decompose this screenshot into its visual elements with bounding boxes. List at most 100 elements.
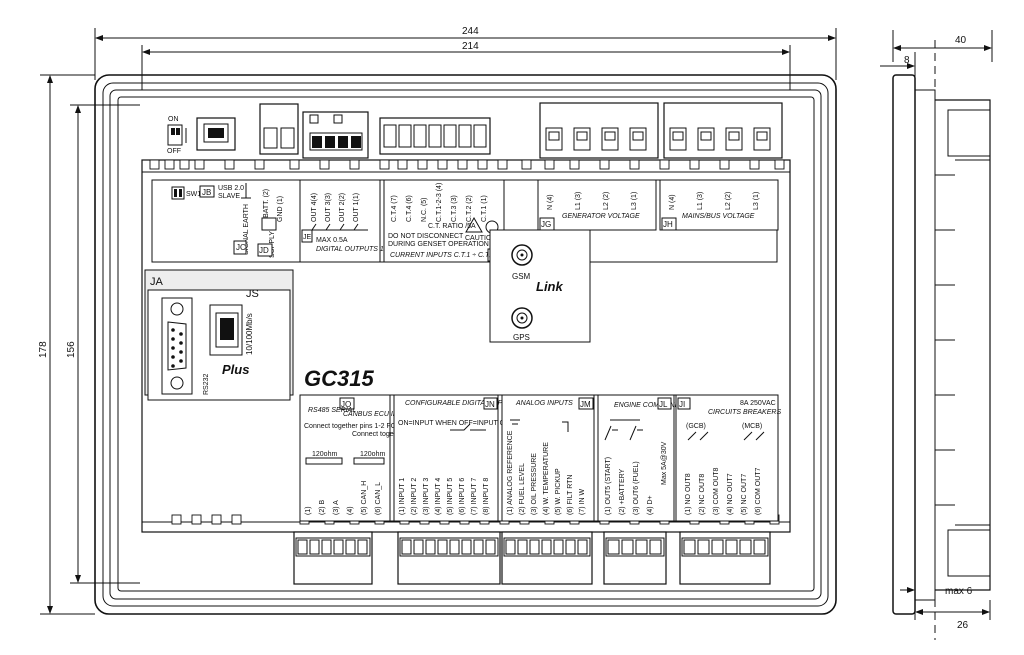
terminal-screw [576,131,588,141]
jh-pin-4: L3 (1) [753,192,760,210]
terminal-screw [728,131,740,141]
latch-tab [179,159,190,170]
side-view [880,30,993,640]
jh-pin-1: N (4) [669,194,676,210]
jo-ohm2: 120ohm [360,451,385,458]
dip-switch[interactable]: ON OFF [167,116,187,155]
plus-label: Plus [222,362,249,377]
terminal [413,539,424,555]
switch-on-label: ON [168,116,179,123]
ja-label: JA [150,276,164,288]
ji-pin-4: (4) NO OUT7 [727,473,734,515]
db9-pin [171,337,175,341]
jm-pin-3: (3) OIL PRESSURE [531,453,538,515]
latch-tab [164,159,175,170]
terminal-screw [672,131,684,141]
jb-sw: SW1 [186,191,201,198]
connector-mains-top[interactable] [663,102,783,159]
terminal [553,539,564,555]
terminal [697,539,710,555]
jd-pin-2: GND (1) [277,196,284,222]
ji-title: CIRCUITS BREAKERS [708,409,781,416]
db9-pin [171,328,175,332]
latch-tab [349,159,360,170]
gps-label: GPS [513,333,530,342]
dim-depth-body: 26 [957,620,969,631]
ji-mcb: (MCB) [742,423,762,430]
jg-pin-3: L2 (2) [603,192,610,210]
bottom-connectors[interactable] [293,531,771,585]
jn-pin-3: (3) INPUT 3 [423,478,430,515]
je-title: DIGITAL OUTPUTS 1÷4 [316,246,392,253]
jf-ratio: C.T. RATIO /5A [428,223,476,230]
js-speed: 10/100Mb/s [245,313,254,355]
jf-warn2: DURING GENSET OPERATION [388,241,489,248]
terminal [725,539,738,555]
latch-tab [689,159,700,170]
jc-title: SIGNAL EARTH [243,204,250,255]
terminal [473,124,487,148]
jf-pin-1: C.T.4 (7) [391,195,398,222]
jg-pin-1: N (4) [547,194,554,210]
je-pin-3: OUT 2(2) [339,193,346,222]
connector-ct-top[interactable] [379,117,491,155]
latch-tab [774,159,785,170]
terminal [565,539,576,555]
ji-pin-2: (2) NC OUT8 [699,474,706,515]
jn-title: CONFIGURABLE DIGITAL INPUTS [405,400,517,407]
jm-pin-5: (5) W. PICKUP [555,468,562,515]
jc-code: JC [236,243,246,252]
dim-height-outer: 178 [38,341,49,358]
rs232-label: RS232 [203,373,210,395]
latch-tab [289,159,300,170]
ji-pin-6: (6) COM OUT7 [755,467,762,515]
connector-supply-top[interactable] [259,103,299,155]
connector-generator-top[interactable] [539,102,659,159]
terminal [321,539,332,555]
jo-pin-3: (3) A [333,500,340,515]
terminal [607,539,620,555]
latch-tab [254,159,265,170]
jg-title: GENERATOR VOLTAGE [562,213,640,220]
terminal [505,539,516,555]
jl-pin-3: (3) OUT6 (FUEL) [633,461,640,515]
usb-port[interactable] [196,117,236,151]
jf-title: CURRENT INPUTS C.T.1 ÷ C.T.4 [390,252,495,259]
terminal [577,539,588,555]
terminal [449,539,460,555]
terminal [541,539,552,555]
jn-code: JN [485,400,495,409]
dim-width-outer: 244 [462,26,479,37]
latch-tab [497,159,508,170]
db9-pin [171,364,175,368]
connector-outputs-top[interactable] [302,111,369,159]
panel-je: OUT 4(4) OUT 3(3) OUT 2(2) OUT 1(1) MAX … [299,179,392,263]
panel-jl: ENGINE COMMANDS JL Max 5A@30V (1) OUT5 (… [597,394,685,522]
jo-pin-4: (4) [347,506,354,515]
jn-pin-4: (4) INPUT 4 [435,478,442,515]
latch-tab [457,159,468,170]
latch-tab [749,159,760,170]
jo-pin-1: (1) [305,506,312,515]
jn-pin-8: (8) INPUT 8 [483,478,490,515]
ethernet-port[interactable] [209,304,243,356]
model-title: GC315 [304,366,374,391]
jo-ohm1: 120ohm [312,451,337,458]
terminal-screw [604,131,616,141]
terminal-screw [632,131,644,141]
js-label: JS [246,288,259,300]
panel-ji: JI 8A 250VAC CIRCUITS BREAKERS (GCB) (MC… [675,394,781,522]
jm-pin-6: (6) FILT RTN [567,475,574,515]
terminal-screw [700,131,712,141]
rs232-port[interactable] [161,297,193,395]
jf-pin-6: C.T.2 (2) [466,195,473,222]
jm-pin-4: (4) W. TEMPERATURE [543,442,550,515]
latch-tab [659,159,670,170]
jo-pin-2: (2) B [319,500,326,516]
latch-tab [191,514,202,525]
terminal [517,539,528,555]
latch-tab [319,159,330,170]
jh-pin-2: L1 (3) [697,192,704,210]
terminal-screw [756,131,768,141]
jf-caution: CAUTION [465,235,497,242]
